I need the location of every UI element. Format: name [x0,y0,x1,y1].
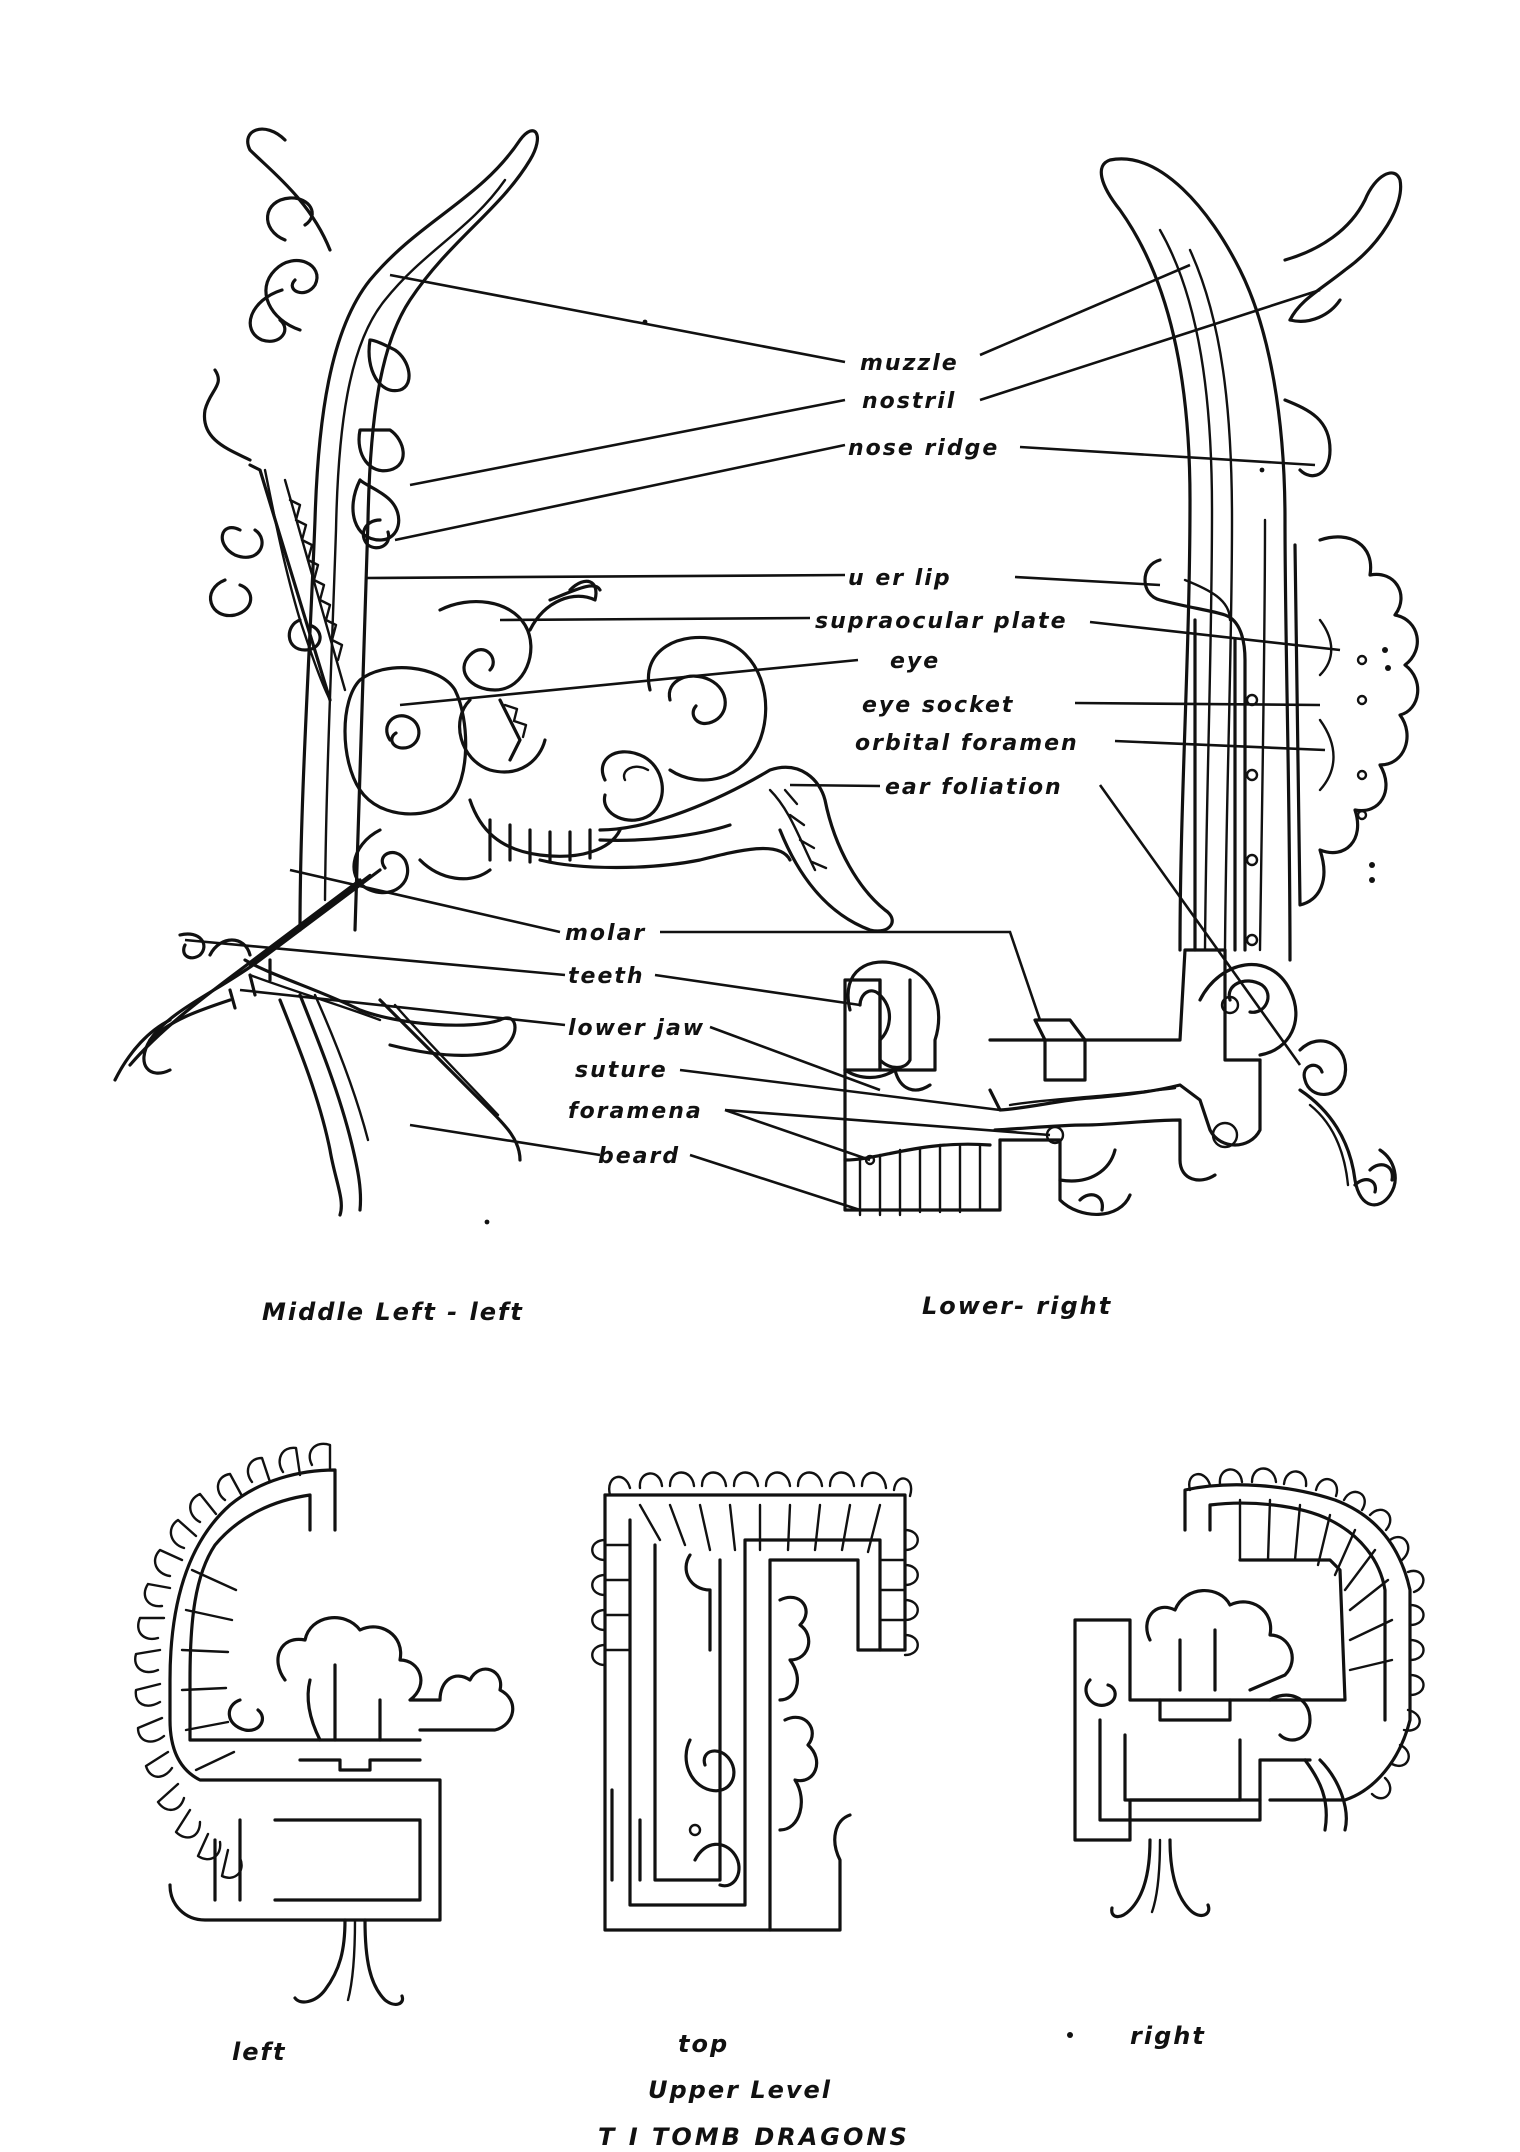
label-lower-jaw: lower jaw [568,1016,705,1041]
label-teeth: teeth [568,964,645,989]
caption-top: top [678,2030,729,2058]
upper-top-dragon-drawing [591,1471,919,1932]
anatomy-labels: muzzle nostril nose ridge u er lip supra… [565,351,1079,1169]
label-orbital-foramen: orbital foramen [855,731,1079,756]
label-upper-lip: u er lip [848,566,952,591]
lower-right-dragon-drawing [843,157,1420,1217]
label-foramena: foramena [568,1099,703,1124]
label-eye: eye [890,649,940,674]
label-beard: beard [598,1144,680,1169]
caption-left: left [232,2038,286,2066]
plate-title: T I TOMB DRAGONS [598,2123,910,2151]
label-muzzle: muzzle [860,351,959,376]
caption-middle-left: Middle Left - left [262,1298,524,1326]
caption-right: right [1130,2022,1206,2050]
leader-lines [184,263,1341,1212]
caption-upper-level: Upper Level [648,2076,832,2104]
label-nose-ridge: nose ridge [848,436,999,461]
label-molar: molar [565,921,646,946]
middle-left-dragon-drawing [113,127,894,1225]
label-suture: suture [575,1058,668,1083]
label-eye-socket: eye socket [862,693,1014,718]
label-supraocular-plate: supraocular plate [815,609,1068,634]
upper-left-dragon-drawing [134,1442,515,2006]
upper-right-dragon-drawing [1067,1467,1425,2038]
caption-lower-right: Lower- right [922,1292,1112,1320]
label-ear-foliation: ear foliation [885,775,1063,800]
label-nostril: nostril [862,389,956,414]
